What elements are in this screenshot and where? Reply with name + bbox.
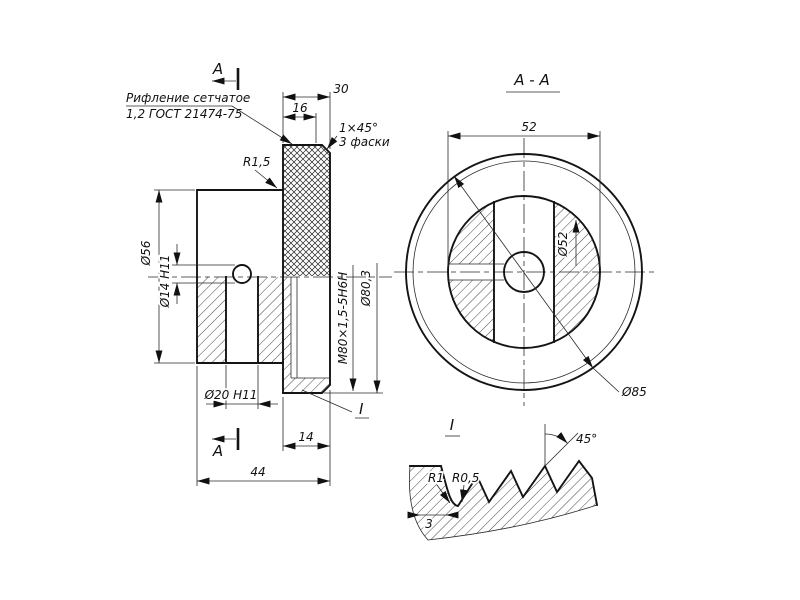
dim-14: 14 bbox=[298, 430, 313, 444]
detail-title-i: I bbox=[450, 416, 455, 434]
dia-14: Ø14 H11 bbox=[158, 255, 172, 309]
fillet-r15: R1,5 bbox=[243, 155, 270, 169]
chamfer-note-line1: 1×45° bbox=[339, 121, 378, 135]
detail-ref-i: I bbox=[359, 400, 364, 418]
section-letter-bottom: А bbox=[212, 442, 223, 460]
section-view-aa: А - А 52 Ø52 Ø85 bbox=[394, 71, 656, 406]
section-letter-top: А bbox=[212, 60, 223, 78]
detail-break-line bbox=[409, 465, 598, 541]
dia-85: Ø85 bbox=[621, 385, 647, 399]
dim-16: 16 bbox=[292, 101, 308, 115]
dia-20: Ø20 H11 bbox=[204, 388, 258, 402]
aa-dimension-lines bbox=[447, 91, 620, 393]
rim-wall-hatch bbox=[283, 277, 291, 393]
dia-56: Ø56 bbox=[139, 240, 153, 266]
left-view-dimension-lines bbox=[126, 68, 383, 486]
detail-dimension-lines bbox=[407, 424, 579, 519]
dim-44: 44 bbox=[250, 465, 265, 479]
thread-m80: M80×1,5-5H6H bbox=[336, 272, 350, 364]
dim-3: 3 bbox=[425, 517, 433, 531]
detail-body-hatch bbox=[409, 461, 597, 540]
rim-outline bbox=[282, 144, 331, 394]
aa-centerlines bbox=[394, 138, 656, 406]
knurl-note-line1: Рифление сетчатое bbox=[126, 91, 250, 105]
dia-80-3: Ø80,3 bbox=[359, 270, 373, 307]
hub-section-hatch-right bbox=[258, 277, 283, 363]
detail-knurl-profile bbox=[409, 459, 599, 508]
hub-section-hatch-left bbox=[197, 277, 226, 363]
hub-outline bbox=[196, 189, 284, 364]
detail-view-i: I 45° R1 R0,5 3 bbox=[407, 416, 599, 541]
angle-45: 45° bbox=[576, 432, 597, 446]
radius-r05: R0,5 bbox=[452, 471, 479, 485]
radius-r1: R1 bbox=[428, 471, 444, 485]
chamfer-note-line2: 3 фаски bbox=[339, 135, 390, 149]
knurl-texture bbox=[283, 145, 330, 276]
left-view: А А Рифление сетчатое 1,2 ГОСТ 21474-75 … bbox=[126, 60, 392, 486]
section-title-aa: А - А bbox=[513, 71, 549, 89]
dim-52: 52 bbox=[521, 120, 536, 134]
dim-30: 30 bbox=[333, 82, 349, 96]
knurl-note-line2: 1,2 ГОСТ 21474-75 bbox=[126, 107, 242, 121]
rim-bottom-hatch bbox=[291, 378, 330, 393]
dia-52: Ø52 bbox=[556, 232, 570, 258]
radial-hole-circle bbox=[232, 264, 252, 284]
